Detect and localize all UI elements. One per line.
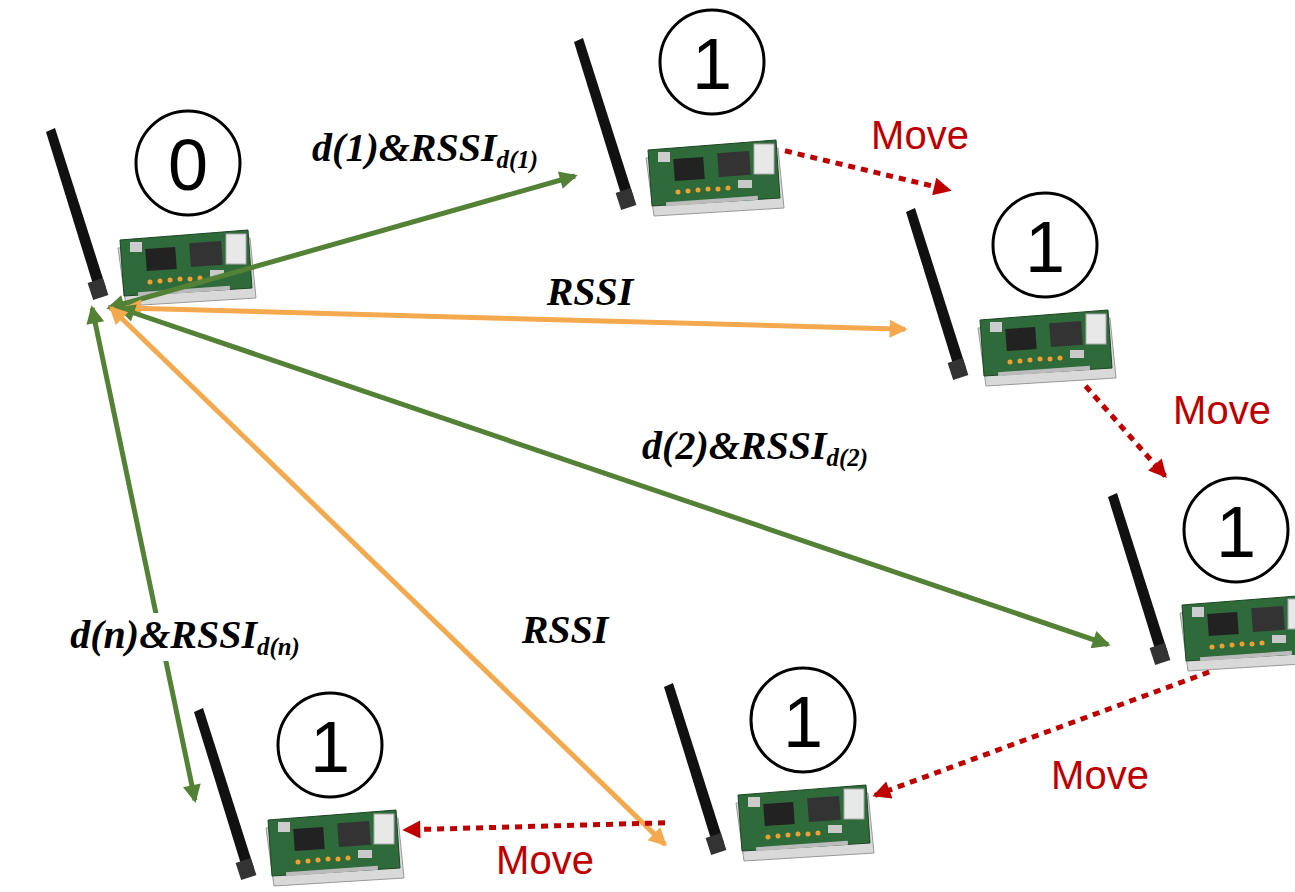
edge-label: RSSI [519, 608, 612, 652]
move-arrow [875, 672, 1209, 795]
node-number: 0 [168, 129, 208, 201]
edge-label: d(2)&RSSId(2) [639, 424, 871, 472]
link-arrow [126, 308, 905, 329]
node-outline [195, 690, 405, 887]
edge-label: RSSI [544, 270, 637, 314]
edge-label: Move [1048, 753, 1152, 797]
move-arrow [1086, 386, 1165, 476]
edge-label: Move [868, 113, 972, 157]
device-node: 1 [905, 190, 1115, 386]
node-circle [993, 193, 1097, 297]
node-number: 1 [1216, 496, 1256, 568]
edge-label: d(1)&RSSId(1) [309, 126, 541, 174]
edge-label: Move [1170, 388, 1274, 432]
link-arrow [111, 308, 665, 844]
node-number: 1 [783, 686, 823, 758]
node-circle [660, 10, 764, 114]
node-circle [278, 693, 382, 797]
edge-label: d(n)&RSSId(n) [67, 613, 302, 661]
node-circle [1184, 478, 1288, 582]
device-node: 1 [1108, 476, 1292, 672]
link-arrow [92, 308, 195, 800]
node-number: 1 [310, 711, 350, 783]
node-outline [575, 8, 785, 218]
device-node: 0 [48, 108, 258, 308]
move-arrow [405, 823, 665, 830]
node-circle [751, 668, 855, 772]
node-number: 1 [692, 28, 732, 100]
link-arrow [119, 308, 1108, 645]
device-node: 1 [575, 8, 785, 218]
node-outline [905, 190, 1115, 386]
node-number: 1 [1025, 211, 1065, 283]
device-node: 1 [665, 666, 875, 862]
node-outline [665, 666, 875, 862]
device-node: 1 [195, 690, 405, 887]
node-circle [136, 111, 240, 215]
node-outline [1108, 476, 1292, 672]
edge-label: Move [493, 838, 597, 882]
node-outline [48, 108, 258, 308]
